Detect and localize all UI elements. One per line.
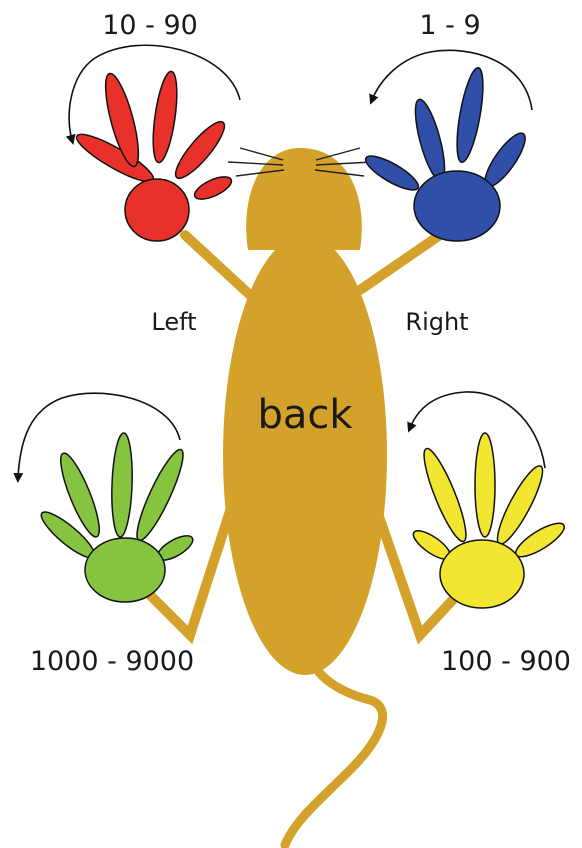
label-bottom-right-range: 100 - 900	[441, 646, 571, 677]
label-bottom-left-range: 1000 - 9000	[30, 646, 194, 677]
label-top-left-range: 10 - 90	[102, 10, 198, 41]
label-body: back	[257, 392, 353, 438]
front-right-paw	[362, 66, 532, 241]
arrow-hind-left	[18, 393, 180, 478]
mouse-body	[223, 235, 387, 675]
front-left-paw	[72, 70, 235, 241]
label-top-right-range: 1 - 9	[419, 10, 480, 41]
label-left: Left	[151, 308, 196, 336]
front-right-leg	[360, 235, 440, 290]
front-left-leg	[185, 235, 250, 295]
arrow-front-right	[372, 50, 532, 110]
hind-right-paw	[409, 433, 568, 608]
hind-left-paw	[36, 433, 196, 602]
label-right: Right	[405, 308, 468, 336]
